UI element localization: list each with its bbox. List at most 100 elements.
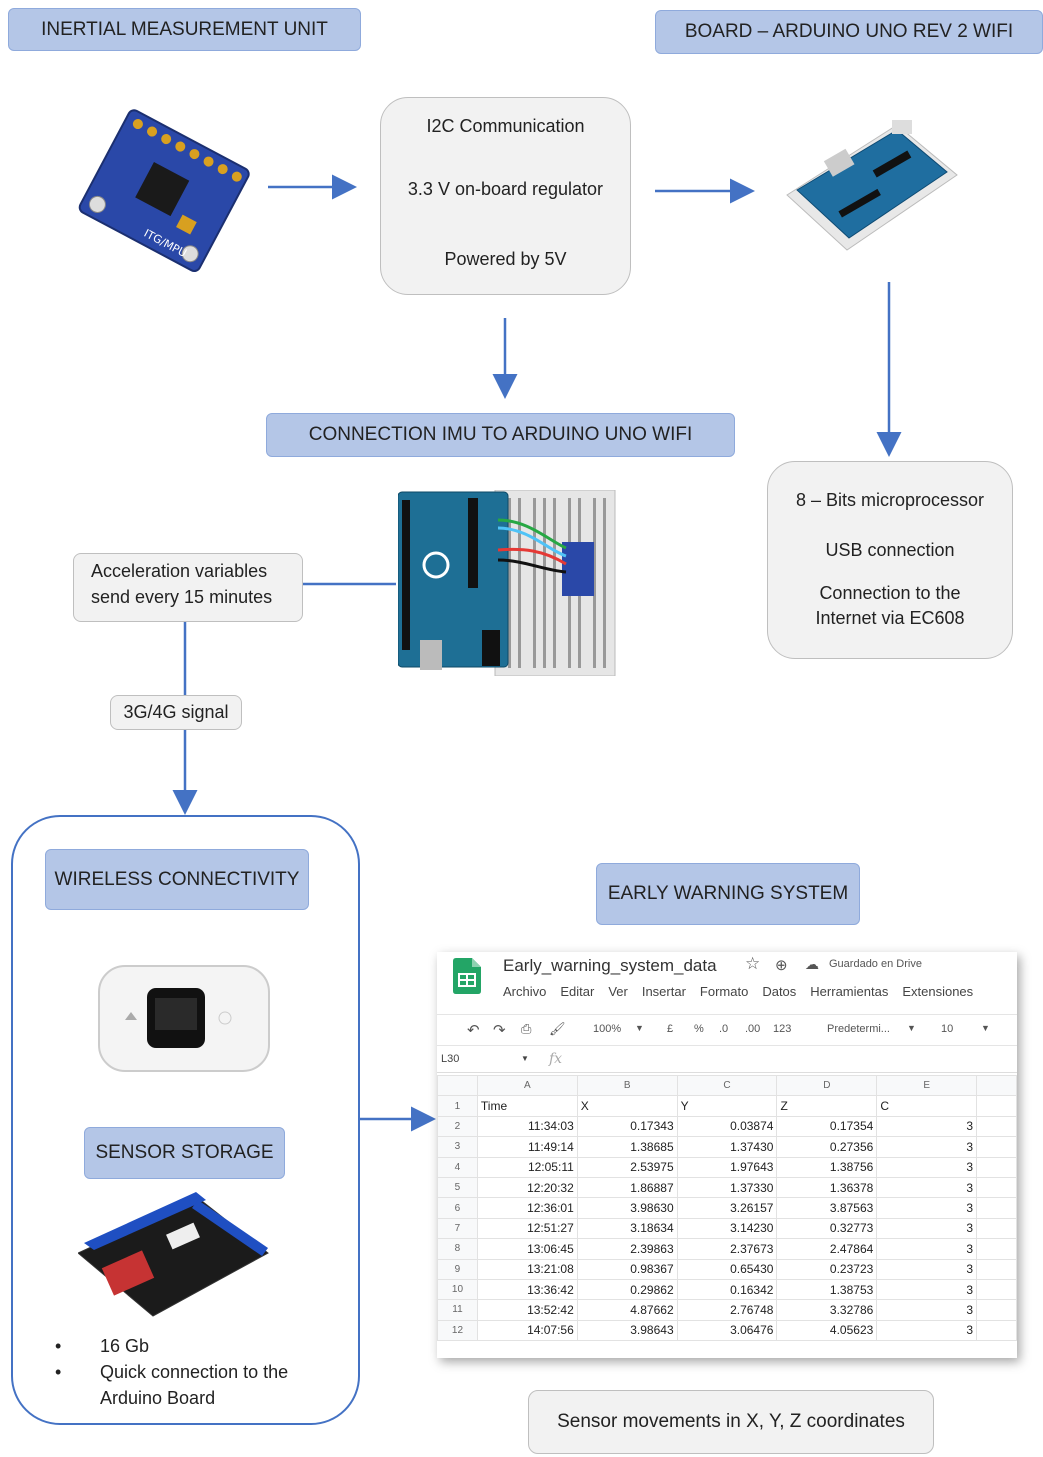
row-number[interactable]: 3 xyxy=(437,1136,478,1158)
menu-formato[interactable]: Formato xyxy=(699,984,749,999)
table-cell[interactable]: 1.86887 xyxy=(576,1176,678,1199)
table-cell[interactable]: 3 xyxy=(876,1278,978,1301)
row-number[interactable]: 9 xyxy=(437,1258,478,1280)
table-cell[interactable]: 4.05623 xyxy=(776,1319,878,1342)
paint-format-icon[interactable]: 🖌 xyxy=(549,1021,566,1036)
increase-decimal-button[interactable]: .00 xyxy=(745,1023,761,1035)
menu-editar[interactable]: Editar xyxy=(560,984,595,999)
table-cell[interactable]: 0.32773 xyxy=(776,1217,878,1240)
table-cell[interactable]: 3 xyxy=(876,1299,978,1321)
decrease-decimal-button[interactable]: .0 xyxy=(719,1023,729,1035)
row-number[interactable]: 8 xyxy=(437,1238,478,1260)
header-cell[interactable]: Y xyxy=(676,1095,778,1117)
table-cell[interactable]: 1.38756 xyxy=(776,1156,878,1178)
chevron-down-icon[interactable]: ▼ xyxy=(907,1023,916,1033)
table-cell[interactable]: 13:06:45 xyxy=(476,1238,578,1260)
table-cell[interactable]: 3 xyxy=(876,1258,978,1280)
table-cell[interactable]: 3.98630 xyxy=(576,1197,678,1219)
column-a[interactable]: A xyxy=(476,1074,578,1097)
row-number[interactable]: 6 xyxy=(437,1197,478,1219)
table-cell[interactable]: 3 xyxy=(876,1115,978,1138)
row-number[interactable]: 1 xyxy=(437,1095,478,1117)
menu-extensiones[interactable]: Extensiones xyxy=(902,984,974,999)
table-cell[interactable]: 0.17354 xyxy=(776,1115,878,1138)
table-cell[interactable]: 1.37330 xyxy=(676,1176,778,1199)
table-cell[interactable]: 3.32786 xyxy=(776,1299,878,1321)
table-cell[interactable]: 4.87662 xyxy=(576,1299,678,1321)
table-cell[interactable]: 0.98367 xyxy=(576,1258,678,1280)
row-number[interactable]: 12 xyxy=(437,1319,478,1342)
format-button[interactable]: 123 xyxy=(773,1023,792,1035)
table-cell[interactable]: 2.47864 xyxy=(776,1238,878,1260)
table-cell[interactable]: 3 xyxy=(876,1319,978,1342)
font-size-select[interactable]: 10 xyxy=(941,1023,954,1035)
row-number[interactable]: 10 xyxy=(437,1278,478,1301)
table-cell[interactable]: 3.26157 xyxy=(676,1197,778,1219)
table-cell[interactable]: 3.14230 xyxy=(676,1217,778,1240)
table-cell[interactable]: 1.97643 xyxy=(676,1156,778,1178)
header-cell[interactable]: X xyxy=(576,1095,678,1117)
table-cell[interactable]: 2.76748 xyxy=(676,1299,778,1321)
undo-icon[interactable]: ↶ xyxy=(467,1022,480,1039)
header-cell[interactable]: Z xyxy=(776,1095,878,1117)
table-cell[interactable]: 1.37430 xyxy=(676,1136,778,1158)
table-cell[interactable]: 13:36:42 xyxy=(476,1278,578,1301)
table-cell[interactable]: 0.27356 xyxy=(776,1136,878,1158)
table-cell[interactable]: 2.39863 xyxy=(576,1238,678,1260)
table-cell[interactable]: 11:49:14 xyxy=(476,1136,578,1158)
table-cell[interactable]: 13:52:42 xyxy=(476,1299,578,1321)
table-cell[interactable]: 12:51:27 xyxy=(476,1217,578,1240)
chevron-down-icon[interactable]: ▼ xyxy=(635,1023,644,1033)
cell-reference[interactable]: L30 xyxy=(441,1053,460,1065)
column-b[interactable]: B xyxy=(576,1074,678,1097)
row-number[interactable]: 5 xyxy=(437,1176,478,1199)
menu-herramientas[interactable]: Herramientas xyxy=(810,984,889,999)
redo-icon[interactable]: ↷ xyxy=(493,1022,506,1039)
table-cell[interactable]: 11:34:03 xyxy=(476,1115,578,1138)
sheet-title[interactable]: Early_warning_system_data xyxy=(503,956,717,975)
font-select[interactable]: Predetermi... xyxy=(827,1023,890,1035)
table-cell[interactable]: 0.29862 xyxy=(576,1278,678,1301)
table-cell[interactable]: 0.65430 xyxy=(676,1258,778,1280)
header-cell[interactable]: C xyxy=(876,1095,978,1117)
menu-datos[interactable]: Datos xyxy=(762,984,797,999)
table-cell[interactable]: 0.17343 xyxy=(576,1115,678,1138)
print-icon[interactable]: ⎙ xyxy=(521,1021,532,1036)
table-cell[interactable]: 3.06476 xyxy=(676,1319,778,1342)
chevron-down-icon[interactable]: ▼ xyxy=(981,1023,990,1033)
move-icon[interactable]: ⊕ xyxy=(775,957,788,974)
table-cell[interactable]: 13:21:08 xyxy=(476,1258,578,1280)
table-cell[interactable]: 2.37673 xyxy=(676,1238,778,1260)
table-cell[interactable]: 3.87563 xyxy=(776,1197,878,1219)
header-cell[interactable]: Time xyxy=(476,1095,578,1117)
table-cell[interactable]: 3 xyxy=(876,1176,978,1199)
table-cell[interactable]: 0.23723 xyxy=(776,1258,878,1280)
percent-button[interactable]: % xyxy=(694,1023,704,1035)
table-cell[interactable]: 3.98643 xyxy=(576,1319,678,1342)
table-cell[interactable]: 2.53975 xyxy=(576,1156,678,1178)
currency-button[interactable]: £ xyxy=(667,1023,674,1035)
table-cell[interactable]: 14:07:56 xyxy=(476,1319,578,1342)
table-cell[interactable]: 3 xyxy=(876,1156,978,1178)
chevron-down-icon[interactable]: ▼ xyxy=(521,1054,529,1063)
table-cell[interactable]: 1.38685 xyxy=(576,1136,678,1158)
table-cell[interactable]: 3 xyxy=(876,1136,978,1158)
row-number[interactable]: 7 xyxy=(437,1217,478,1240)
row-number[interactable]: 11 xyxy=(437,1299,478,1321)
table-cell[interactable]: 0.03874 xyxy=(676,1115,778,1138)
table-cell[interactable]: 3.18634 xyxy=(576,1217,678,1240)
table-cell[interactable]: 1.36378 xyxy=(776,1176,878,1199)
table-cell[interactable]: 0.16342 xyxy=(676,1278,778,1301)
table-cell[interactable]: 12:05:11 xyxy=(476,1156,578,1178)
table-cell[interactable]: 12:36:01 xyxy=(476,1197,578,1219)
column-c[interactable]: C xyxy=(676,1074,778,1097)
table-cell[interactable]: 3 xyxy=(876,1217,978,1240)
zoom-select[interactable]: 100% xyxy=(593,1023,622,1035)
menu-archivo[interactable]: Archivo xyxy=(503,984,547,999)
column-d[interactable]: D xyxy=(776,1074,878,1097)
menu-ver[interactable]: Ver xyxy=(608,984,628,999)
row-number[interactable]: 4 xyxy=(437,1156,478,1178)
menu-insertar[interactable]: Insertar xyxy=(641,984,686,999)
column-e[interactable]: E xyxy=(876,1074,978,1097)
table-cell[interactable]: 12:20:32 xyxy=(476,1176,578,1199)
